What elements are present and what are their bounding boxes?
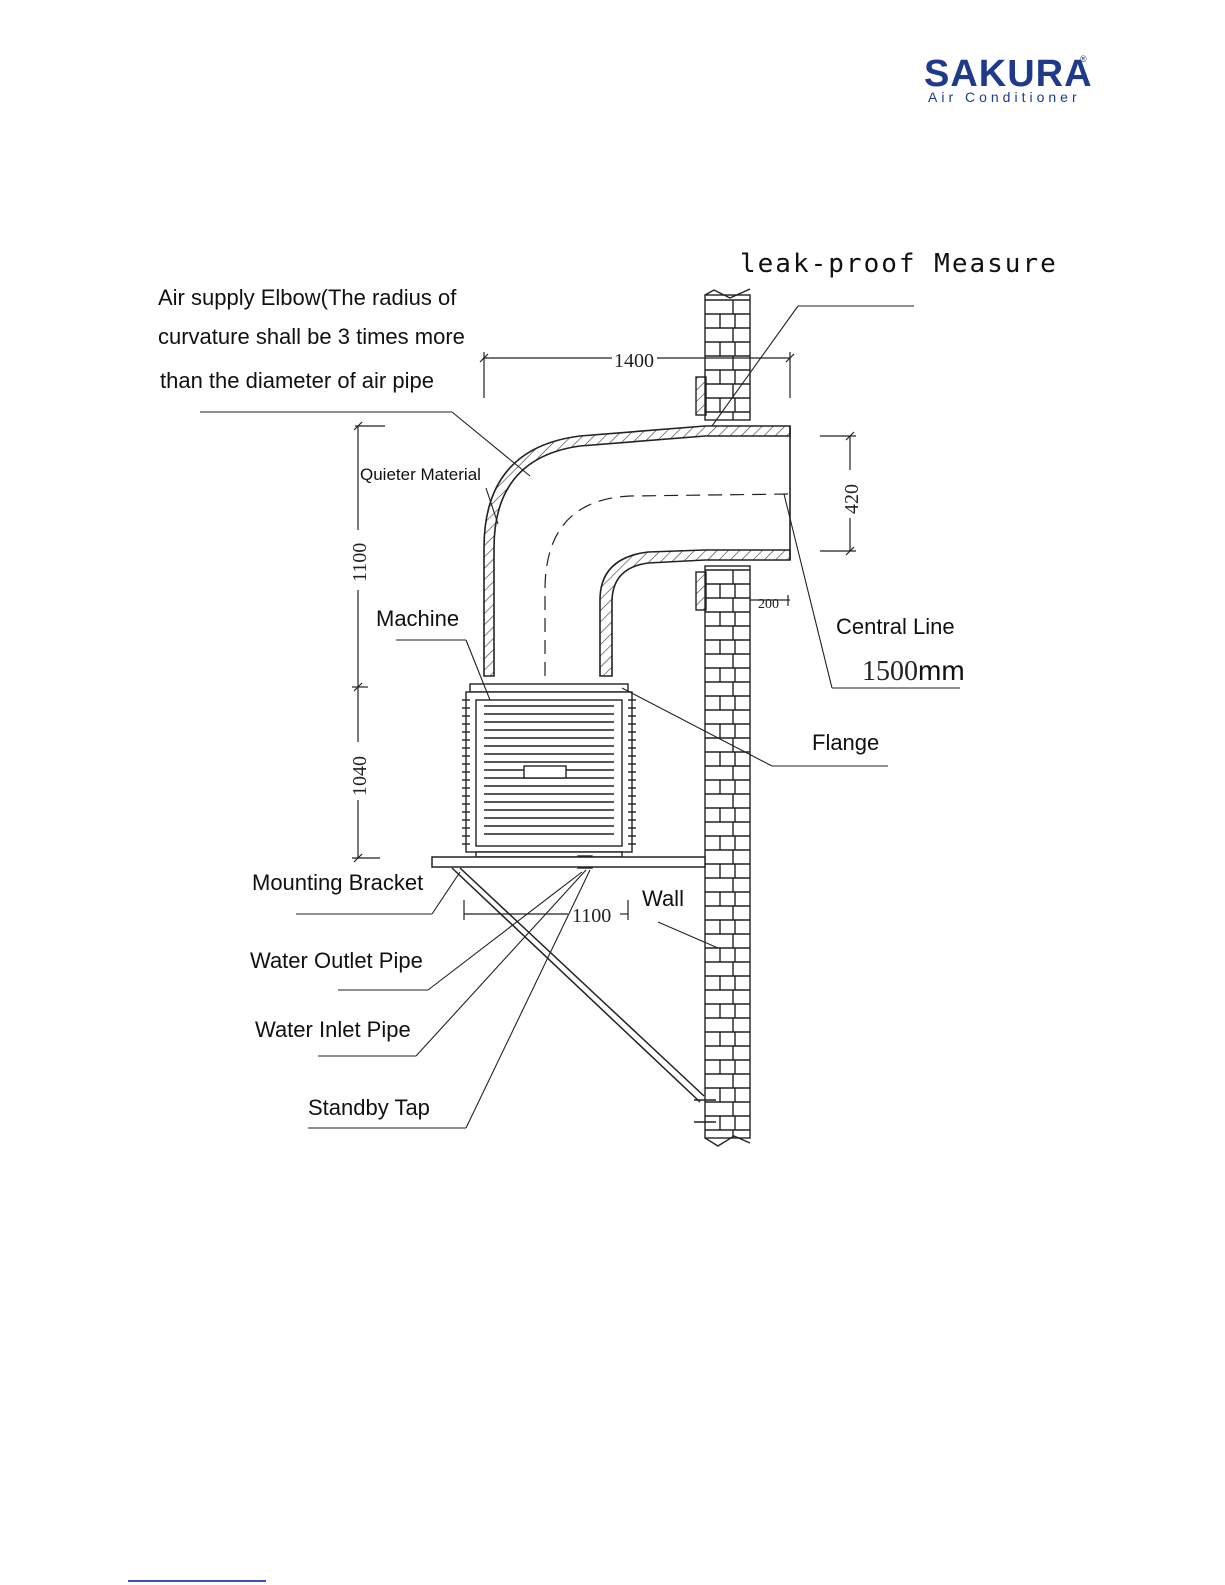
machine-height-dimension: 1040	[349, 756, 371, 796]
flange-label: Flange	[812, 730, 879, 755]
elbow-label-line2: curvature shall be 3 times more	[158, 324, 465, 349]
duct-length-dimension: 1400	[614, 350, 654, 372]
machine-unit	[462, 684, 636, 868]
central-line-dimension: 1500mm	[862, 655, 965, 687]
water-inlet-pipe-label: Water Inlet Pipe	[255, 1017, 411, 1042]
wall-gap-dimension: 200	[758, 597, 779, 612]
elbow-label-line3: than the diameter of air pipe	[160, 368, 434, 393]
bracket-length-dimension: 1100	[572, 905, 611, 927]
wall-label: Wall	[642, 886, 684, 911]
elbow-height-dimension: 1100	[349, 543, 371, 582]
quieter-material-label: Quieter Material	[360, 465, 481, 484]
duct-height-dimension: 420	[841, 484, 863, 514]
mounting-bracket-label: Mounting Bracket	[252, 870, 423, 895]
central-line-unit: mm	[918, 655, 965, 686]
elbow-label-line1: Air supply Elbow(The radius of	[158, 285, 457, 310]
footer-link-underline	[128, 1580, 266, 1582]
central-line-label: Central Line	[836, 614, 955, 639]
machine-label: Machine	[376, 606, 459, 631]
standby-tap-label: Standby Tap	[308, 1095, 430, 1120]
central-line-value: 1500	[862, 656, 918, 687]
water-outlet-pipe-label: Water Outlet Pipe	[250, 948, 423, 973]
leak-proof-label: leak-proof Measure	[740, 249, 1058, 279]
brick-wall	[696, 289, 750, 1146]
